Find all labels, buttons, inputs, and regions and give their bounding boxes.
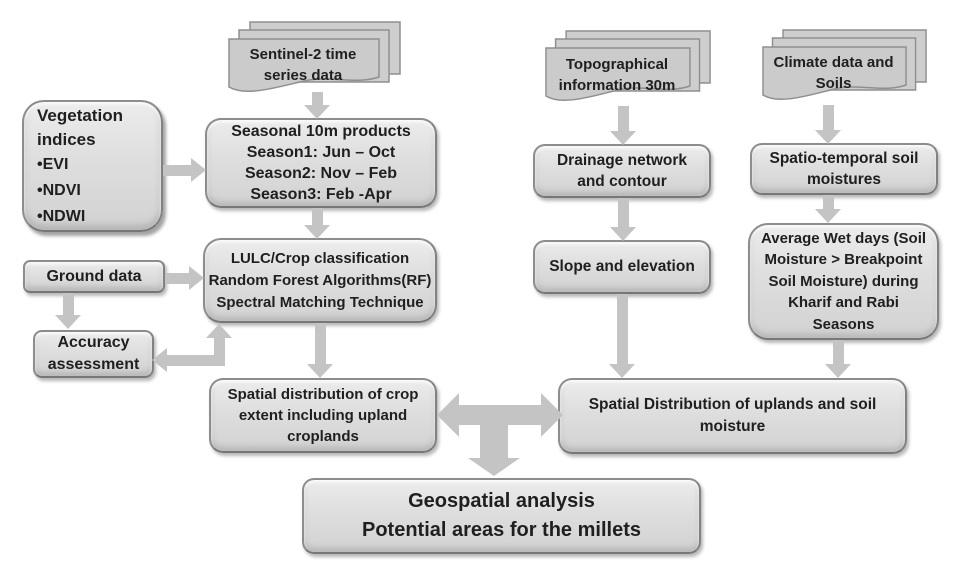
crop-extent-box: Spatial distribution of crop extent incl… [209, 378, 437, 453]
vegetation-indices-title: Vegetation indices [37, 106, 123, 149]
uplands-label: Spatial Distribution of uplands and soil… [588, 396, 877, 435]
lulc-line: LULC/Crop classification [230, 249, 410, 267]
document-stack-icon [228, 21, 401, 92]
accuracy-line: assessment [47, 356, 140, 373]
seasonal-line: Season2: Nov – Feb [244, 165, 398, 182]
spatio-temporal-soil-box: Spatio-temporal soil moistures [750, 143, 938, 195]
vegetation-indices-box: Vegetation indices •EVI •NDVI •NDWI [22, 100, 163, 232]
ground-data-label: Ground data [46, 267, 142, 285]
average-wet-days-box: Average Wet days (Soil Moisture > Breakp… [748, 223, 939, 340]
lulc-line: Spectral Matching Technique [216, 293, 424, 311]
lulc-line: Random Forest Algorithms(RF) [208, 271, 432, 289]
drainage-label: Drainage network and contour [556, 152, 688, 190]
seasonal-products-box: Seasonal 10m products Season1: Jun – Oct… [205, 118, 437, 208]
slope-elevation-box: Slope and elevation [533, 240, 711, 294]
geospatial-line: Potential areas for the millets [362, 519, 641, 541]
seasonal-line: Season1: Jun – Oct [246, 144, 396, 161]
accuracy-line: Accuracy [57, 334, 130, 351]
seasonal-line: Seasonal 10m products [231, 123, 411, 140]
wet-days-label: Average Wet days (Soil Moisture > Breakp… [760, 229, 927, 333]
slope-label: Slope and elevation [549, 258, 695, 275]
crop-extent-label: Spatial distribution of crop extent incl… [227, 386, 419, 445]
seasonal-line: Season3: Feb -Apr [250, 186, 392, 203]
climate-doc-label: Climate data and Soils [773, 54, 894, 92]
document-stack-icon [545, 30, 711, 101]
vegetation-item-evi: •EVI [37, 156, 69, 173]
accuracy-assessment-box: Accuracy assessment [33, 330, 154, 378]
drainage-network-box: Drainage network and contour [533, 144, 711, 198]
uplands-soil-moisture-box: Spatial Distribution of uplands and soil… [558, 378, 907, 454]
geospatial-analysis-box: Geospatial analysis Potential areas for … [302, 478, 701, 554]
document-stack-icon [762, 29, 927, 100]
sentinel-doc-label: Sentinel-2 time series data [249, 46, 357, 84]
topographical-doc-label: Topographical information 30m [558, 56, 676, 94]
vegetation-item-ndvi: •NDVI [37, 182, 81, 199]
vegetation-item-ndwi: •NDWI [37, 208, 86, 225]
geospatial-line: Geospatial analysis [408, 490, 595, 512]
ground-data-box: Ground data [23, 260, 165, 293]
lulc-classification-box: LULC/Crop classification Random Forest A… [203, 238, 437, 323]
spatio-label: Spatio-temporal soil moistures [769, 150, 919, 188]
